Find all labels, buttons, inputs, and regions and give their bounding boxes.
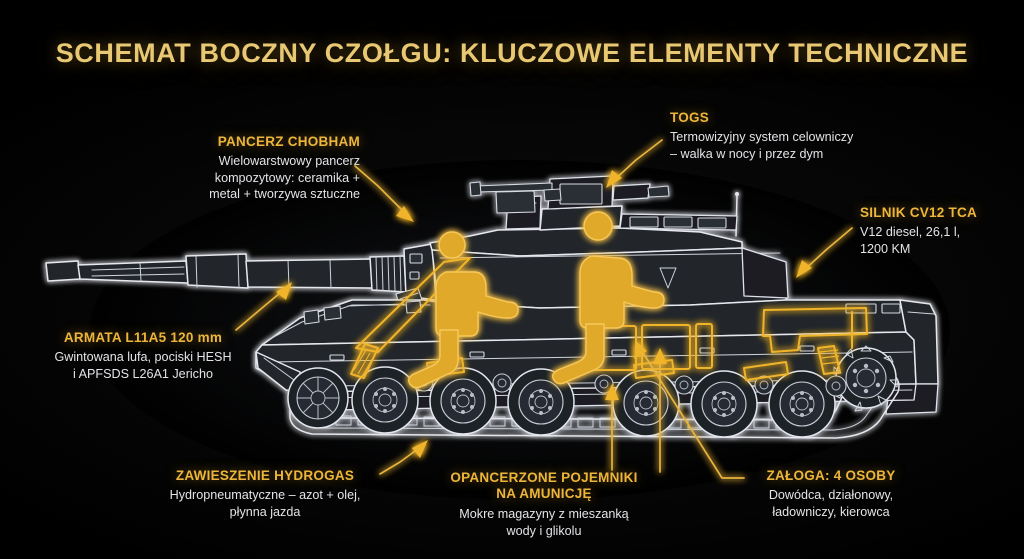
hull-nose [255,300,422,393]
chobham-armor-highlight [355,257,471,353]
crew-figures [407,211,665,389]
stowage-boxes [619,213,738,231]
annotation-body: Hydropneumatyczne – azot + olej, płynna … [169,487,361,519]
rear-roller [825,375,847,397]
annotation-body: Mokre magazyny z mieszanką wody i glikol… [459,506,629,538]
road-wheel [690,370,758,438]
road-wheel [351,366,419,434]
annotation-heading: OPANCERZONE POJEMNIKI NA AMUNICJĘ [450,470,638,501]
annotation-armata: ARMATA L11A5 120 mm Gwintowana lufa, poc… [28,330,258,382]
highlighted-parts [350,211,868,389]
annotation-heading: SILNIK CV12 TCA [860,205,978,220]
annotation-body: Wielowarstwowy pancerz kompozytowy: cera… [209,153,360,202]
annotation-zaloga: ZAŁOGA: 4 OSOBY Dowódca, działonowy, ład… [728,468,934,520]
annotation-body: Dowódca, działonowy, ładowniczy, kierowc… [768,487,894,519]
annotation-body: Gwintowana lufa, pociski HESH i APFSDS L… [54,349,232,381]
suspension-highlight [350,343,841,381]
front-idler-wheel [287,367,349,429]
crew-figure [407,231,519,389]
crew-figure [551,211,665,385]
annotation-togs: TOGS Termowizyjny system celowniczy – wa… [670,110,900,162]
annotation-heading: TOGS [670,110,710,125]
annotation-body: Termowizyjny system celowniczy – walka w… [670,129,854,161]
annotation-heading: ZAWIESZENIE HYDROGAS [175,468,355,483]
annotation-body: V12 diesel, 26,1 l, 1200 KM [860,224,961,256]
annotation-heading: ZAŁOGA: 4 OSOBY [766,468,896,483]
annotation-heading: PANCERZ CHOBHAM [217,134,360,149]
annotation-pancerz-chobham: PANCERZ CHOBHAM Wielowarstwowy pancerz k… [150,134,360,203]
machine-gun [469,181,562,214]
page-title: SCHEMAT BOCZNY CZOŁGU: KLUCZOWE ELEMENTY… [55,38,969,68]
road-wheel [612,369,680,437]
annotation-pojemniki: OPANCERZONE POJEMNIKI NA AMUNICJĘ Mokre … [438,470,650,539]
annotation-zawieszenie: ZAWIESZENIE HYDROGAS Hydropneumatyczne –… [146,468,384,520]
annotation-silnik: SILNIK CV12 TCA V12 diesel, 26,1 l, 1200… [860,205,1020,257]
annotation-heading: ARMATA L11A5 120 mm [63,330,223,345]
main-gun-barrel [45,253,407,293]
road-wheel [507,368,575,436]
engine-highlight [762,307,868,353]
road-wheel [768,370,836,438]
